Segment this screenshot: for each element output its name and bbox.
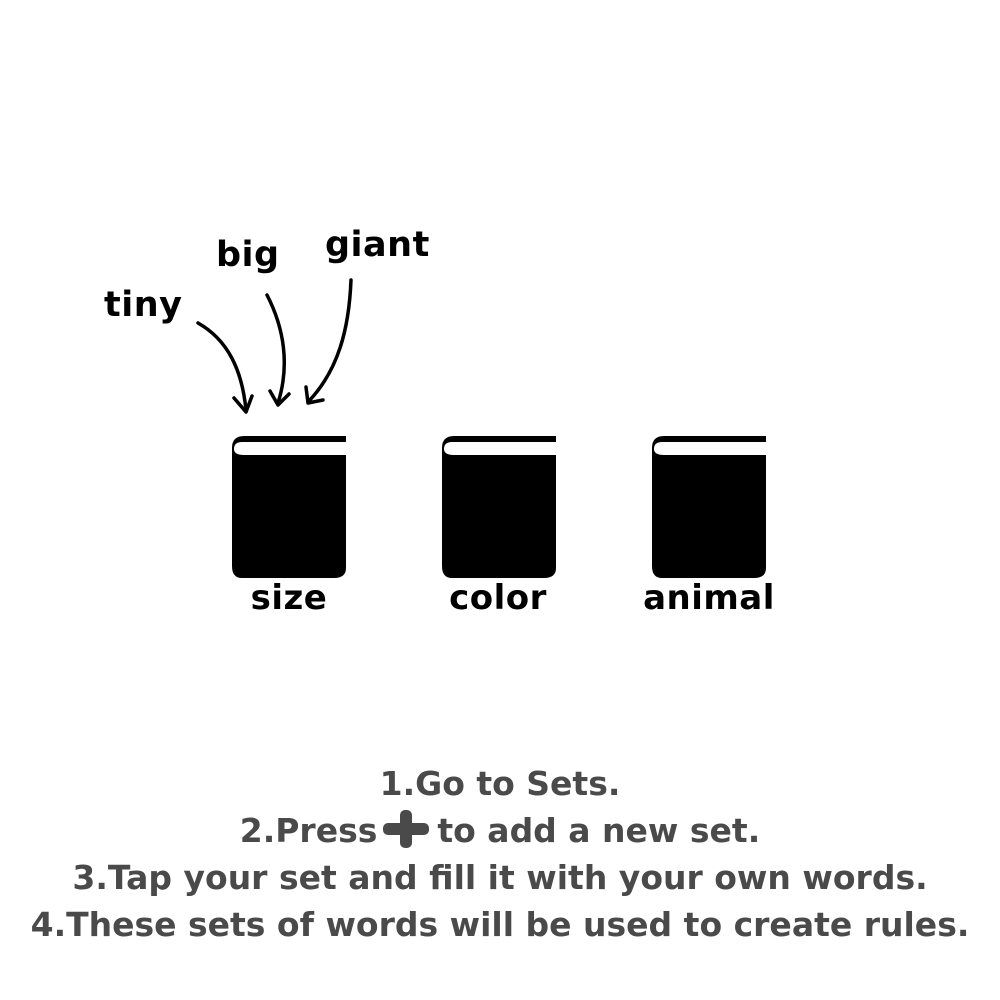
arrow-giant-icon (304, 278, 353, 405)
instruction-step-2-start: 2.Press (239, 811, 378, 850)
instructions: 1.Go to Sets. 2.Press to add a new set. … (0, 760, 1000, 948)
instruction-step-1: 1.Go to Sets. (379, 764, 621, 803)
set-label-size: size (250, 578, 328, 618)
set-label-color: color (449, 578, 547, 618)
book-icon-color (442, 436, 556, 578)
instruction-step-2-end: to add a new set. (437, 811, 761, 850)
word-big: big (216, 235, 280, 275)
book-icon-size (232, 436, 346, 578)
word-tiny: tiny (104, 285, 183, 325)
instruction-step-4: 4.These sets of words will be used to cr… (30, 905, 970, 944)
plus-icon (383, 810, 430, 848)
instruction-step-2: 2.Press to add a new set. (0, 807, 1000, 854)
arrow-big-icon (265, 293, 291, 407)
book-icon-animal (652, 436, 766, 578)
instruction-step-3: 3.Tap your set and fill it with your own… (72, 858, 928, 897)
set-label-animal: animal (643, 578, 775, 618)
word-giant: giant (325, 225, 430, 265)
arrow-tiny-icon (196, 321, 254, 414)
